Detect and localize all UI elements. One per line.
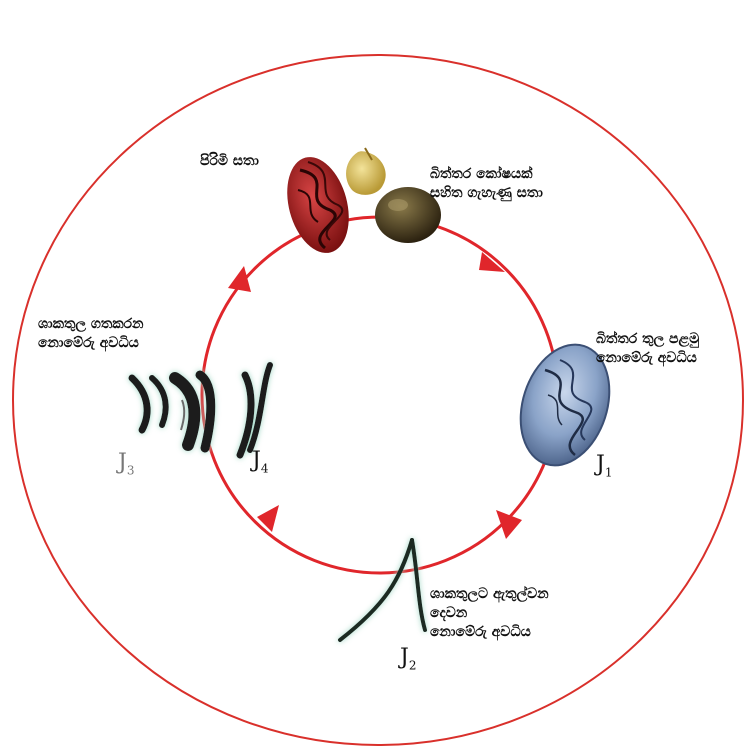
female-label: බිත්තර කෝෂයක් සහිත ගැහැණු සතා <box>430 165 543 203</box>
j3-juvenile-icon <box>128 370 216 453</box>
j3-j4-label-line1: ශාකතුල ගතකරන <box>38 316 144 332</box>
stage-tag-j1-sub: 1 <box>604 465 613 480</box>
stage-tag-j3: J3 <box>118 450 134 477</box>
j4-juvenile-icon <box>236 362 273 459</box>
j2-label-line3: නොමේරු අවධිය <box>430 624 531 640</box>
j3-j4-label: ශාකතුල ගතකරන නොමේරු අවධිය <box>38 315 143 353</box>
j1-label-line1: බිත්තර තුල පළමු <box>596 331 700 347</box>
j3-j4-label-line2: නොමේරු අවධිය <box>38 335 139 351</box>
stage-tag-j2: J2 <box>400 645 416 672</box>
arrow-icon <box>479 252 505 272</box>
stage-tag-j1-letter: J <box>596 452 605 477</box>
arrow-icon <box>496 510 522 539</box>
stage-tag-j4-sub: 4 <box>260 461 269 476</box>
j2-label-line1: ශාකතුලට ඇතුල්වන <box>430 586 549 602</box>
arrow-icon <box>228 266 251 292</box>
stage-tag-j3-sub: 3 <box>126 463 135 478</box>
j2-juvenile-icon <box>338 538 427 642</box>
male-label: පිරිමි සතා <box>200 152 259 171</box>
stage-tag-j2-sub: 2 <box>408 658 417 673</box>
female-nematode-icon <box>346 147 441 243</box>
j1-egg-icon <box>519 343 611 467</box>
j2-label-line2: දෙවන <box>430 605 468 621</box>
stage-tag-j4: J4 <box>252 448 268 475</box>
female-label-line1: බිත්තර කෝෂයක් <box>430 166 533 182</box>
female-label-line2: සහිත ගැහැණු සතා <box>430 185 543 201</box>
arrow-icon <box>257 505 279 532</box>
stage-tag-j3-letter: J <box>118 450 127 475</box>
outer-ring <box>12 54 744 746</box>
male-nematode-icon <box>287 157 349 253</box>
stage-tag-j2-letter: J <box>400 645 409 670</box>
male-label-text: පිරිමි සතා <box>200 153 259 169</box>
stage-tag-j4-letter: J <box>252 448 261 473</box>
j2-label: ශාකතුලට ඇතුල්වන දෙවන නොමේරු අවධිය <box>430 585 549 642</box>
stage-tag-j1: J1 <box>596 452 612 479</box>
j1-label-line2: නොමේරු අවධිය <box>596 350 697 366</box>
j1-label: බිත්තර තුල පළමු නොමේරු අවධිය <box>596 330 699 368</box>
